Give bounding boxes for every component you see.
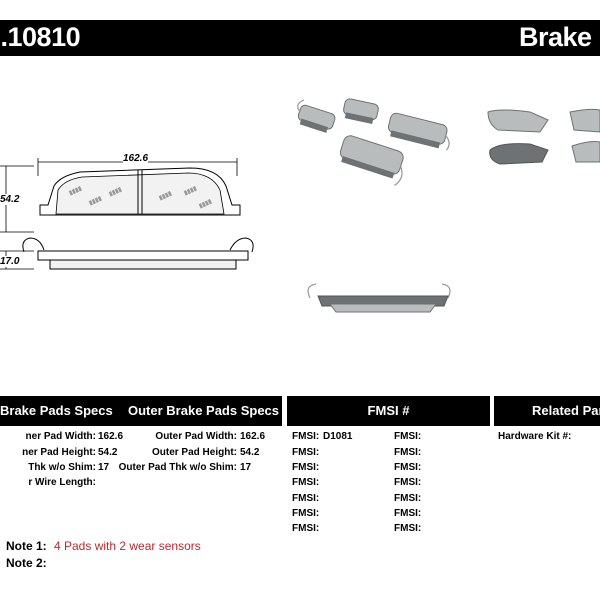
fmsi-label: FMSI: [292, 508, 320, 519]
header-bar: 0.10810 Brake P [0, 20, 600, 56]
note-1-label: Note 1: [6, 539, 47, 553]
fmsi-label: FMSI: [394, 431, 422, 442]
thickness-dimension: 17.0 [0, 256, 20, 267]
svg-text:▮▮▮▮: ▮▮▮▮ [108, 187, 123, 198]
fmsi-label: FMSI: [292, 523, 320, 534]
fmsi-label: FMSI: [292, 493, 320, 504]
header-title: Brake P [519, 22, 600, 52]
outer-spec-label: Outer Pad Width: [155, 431, 237, 442]
pad-front-view: ▮▮▮▮ ▮▮▮▮ ▮▮▮▮ ▮▮▮▮ ▮▮▮▮ ▮▮▮▮ [39, 167, 241, 216]
note-1-value: 4 Pads with 2 wear sensors [54, 539, 201, 553]
outer-spec-label: Outer Pad Thk w/o Shim: [118, 462, 237, 473]
fmsi-label: FMSI: [394, 493, 422, 504]
fmsi-label: FMSI: [292, 462, 320, 473]
fmsi-label: FMSI: [394, 462, 422, 473]
outer-spec-label: Outer Pad Height: [151, 447, 237, 458]
svg-text:▮▮▮▮: ▮▮▮▮ [198, 199, 213, 210]
inner-spec-label: r Wire Length: [28, 477, 96, 488]
pad-drawing: ▮▮▮▮ ▮▮▮▮ ▮▮▮▮ ▮▮▮▮ ▮▮▮▮ ▮▮▮▮ [0, 98, 600, 313]
fmsi-label: FMSI: [394, 523, 422, 534]
inner-spec-value: 54.2 [98, 447, 118, 458]
inner-spec-value: 17 [98, 462, 110, 473]
fmsi-label: FMSI: [394, 477, 422, 488]
inner-spec-label: ner Pad Height: [22, 447, 96, 458]
outer-spec-value: 54.2 [240, 447, 260, 458]
fmsi-label: FMSI: [292, 447, 320, 458]
fmsi-title: FMSI # [367, 403, 410, 418]
svg-text:▮▮▮▮: ▮▮▮▮ [88, 196, 103, 207]
outer-spec-value: 17 [240, 462, 252, 473]
related-header: Related Par [494, 396, 600, 426]
height-dimension: 54.2 [0, 194, 20, 205]
fmsi-value: D1081 [323, 431, 353, 442]
related-title: Related Par [532, 403, 600, 418]
svg-text:▮▮▮▮: ▮▮▮▮ [158, 191, 173, 202]
fmsi-label: FMSI: [394, 447, 422, 458]
inner-spec-label: Thk w/o Shim: [28, 462, 96, 473]
fmsi-label: FMSI: [292, 477, 320, 488]
svg-text:▮▮▮▮: ▮▮▮▮ [68, 186, 83, 197]
specs-header: Brake Pads Specs Outer Brake Pads Specs [0, 396, 282, 426]
pad-photo-group [297, 98, 600, 313]
inner-specs-title: Brake Pads Specs [0, 403, 113, 418]
svg-text:▮▮▮▮: ▮▮▮▮ [183, 186, 198, 197]
inner-spec-value: 162.6 [98, 431, 124, 442]
pad-side-view [0, 237, 254, 270]
outer-specs-title: Outer Brake Pads Specs [128, 403, 280, 418]
part-number: 0.10810 [0, 22, 81, 52]
width-dimension: 162.6 [123, 153, 149, 164]
outer-spec-value: 162.6 [240, 431, 266, 442]
fmsi-label: FMSI: [394, 508, 422, 519]
inner-spec-label: ner Pad Width: [25, 431, 96, 442]
hardware-kit-label: Hardware Kit #: [498, 431, 572, 442]
fmsi-header: FMSI # [287, 396, 490, 426]
note-2-label: Note 2: [6, 556, 47, 570]
fmsi-label: FMSI: [292, 431, 320, 442]
